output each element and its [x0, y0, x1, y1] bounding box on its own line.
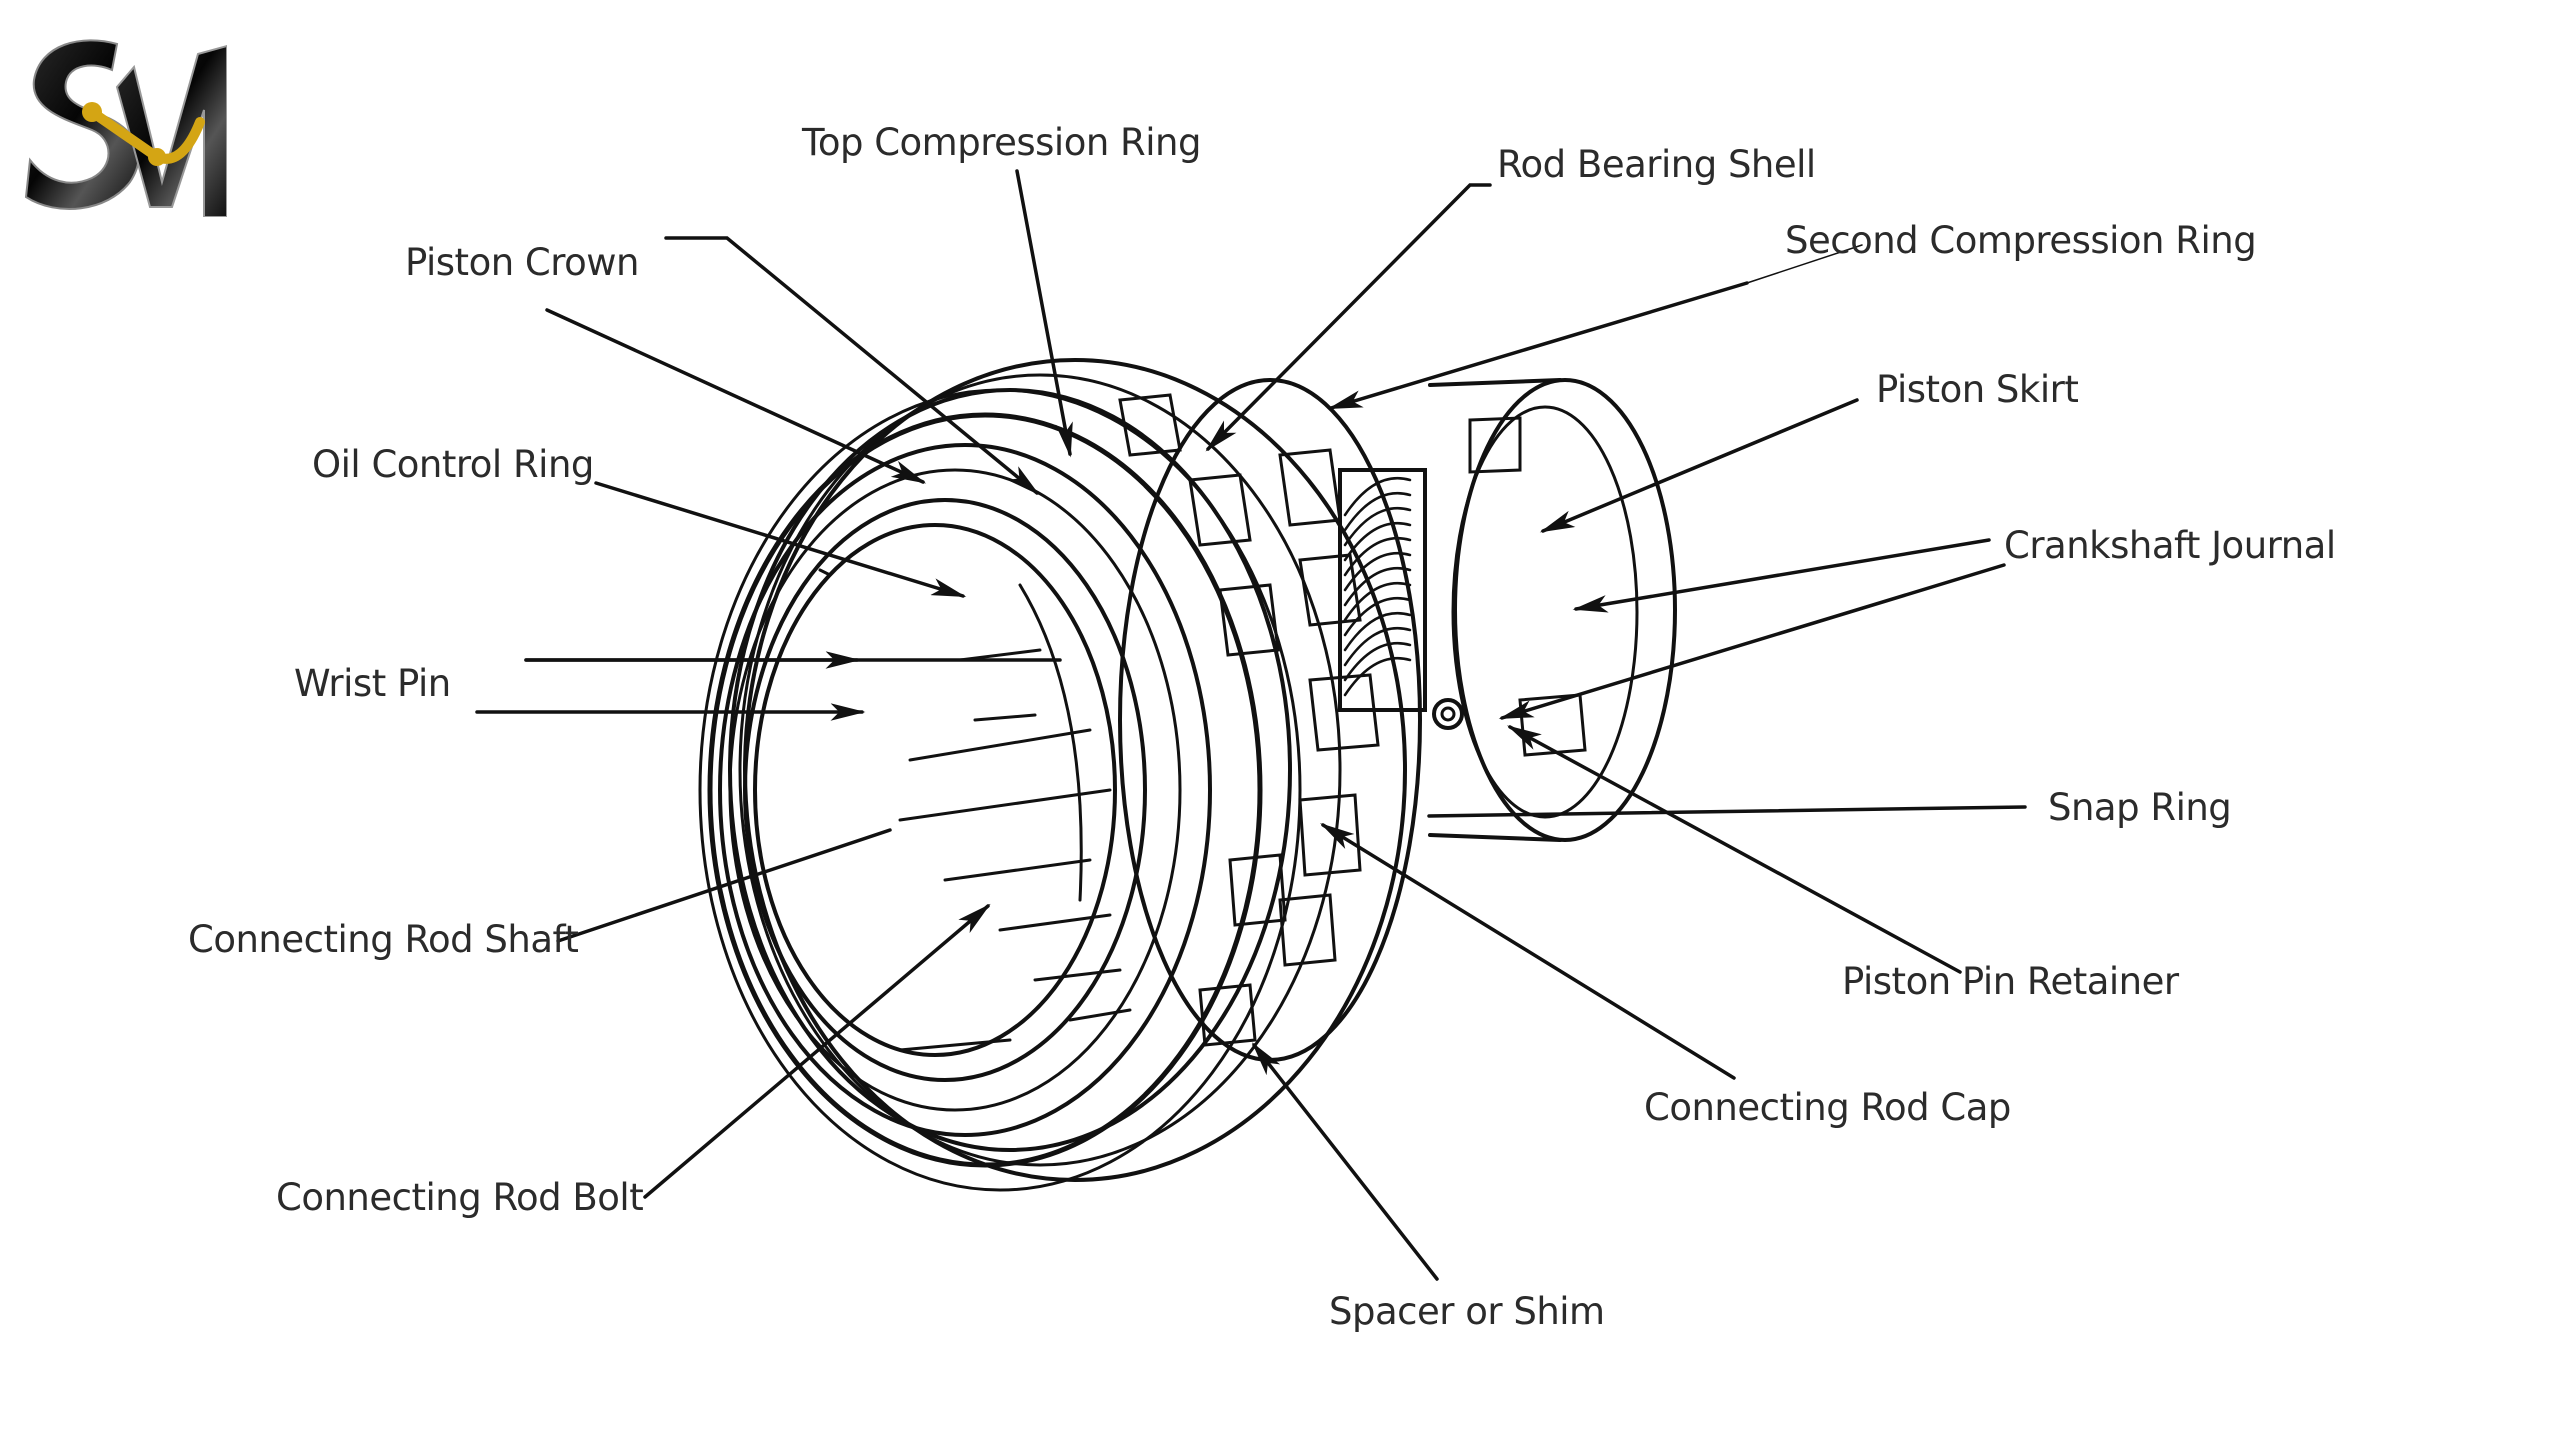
leader-top-compression-ring	[1015, 169, 1073, 458]
leader-crankshaft-journal-b	[1498, 563, 2006, 720]
logo-crank-joint	[148, 148, 166, 166]
label-rod-bearing-shell: Rod Bearing Shell	[1497, 143, 1816, 186]
leader-crankshaft-journal-a	[1572, 538, 1991, 613]
label-crankshaft-journal: Crankshaft Journal	[2004, 524, 2336, 567]
label-connecting-rod-cap: Connecting Rod Cap	[1644, 1086, 2011, 1129]
label-top-compression-ring: Top Compression Ring	[802, 121, 1201, 164]
leader-piston-skirt	[1539, 398, 1859, 533]
leader-snap-ring	[1427, 805, 2027, 818]
label-piston-skirt: Piston Skirt	[1876, 368, 2079, 411]
label-second-compression-ring: Second Compression Ring	[1785, 219, 2257, 262]
leader-connecting-rod-bolt	[643, 903, 991, 1199]
leader-second-compression-ring	[1327, 281, 1749, 410]
leader-connecting-rod-cap	[1320, 823, 1736, 1080]
label-piston-crown: Piston Crown	[405, 241, 640, 284]
threaded-journal	[1338, 468, 1427, 712]
leader-oil-control-ring	[594, 481, 967, 598]
leader-lines	[475, 169, 2027, 1281]
label-oil-control-ring: Oil Control Ring	[312, 443, 594, 486]
leader-piston-crown-b	[545, 308, 927, 484]
label-connecting-rod-bolt: Connecting Rod Bolt	[276, 1176, 644, 1219]
label-connecting-rod-shaft: Connecting Rod Shaft	[188, 918, 579, 961]
sm-logo	[24, 39, 227, 217]
piston-body	[698, 358, 1677, 1192]
rear-skirt-section	[1428, 378, 1677, 842]
snap-ring-bolt	[1432, 698, 1464, 730]
label-spacer-or-shim: Spacer or Shim	[1329, 1290, 1605, 1333]
middle-band	[1118, 378, 1422, 1062]
leader-piston-crown-a	[664, 236, 1040, 496]
front-face	[698, 388, 1302, 1192]
inner-bore	[898, 583, 1132, 1022]
leader-rod-bearing-shell	[1205, 183, 1492, 452]
leader-connecting-rod-shaft	[556, 828, 892, 943]
leader-second-compression-ring-tail	[1746, 244, 1863, 284]
logo-letter-m	[115, 44, 227, 217]
leader-spacer-or-shim	[1251, 1042, 1439, 1281]
logo-crank-joint	[82, 102, 102, 122]
label-wrist-pin: Wrist Pin	[294, 662, 451, 705]
label-snap-ring: Snap Ring	[2048, 786, 2232, 829]
leader-piston-pin-retainer	[1506, 725, 1962, 974]
label-piston-pin-retainer: Piston Pin Retainer	[1842, 960, 2179, 1003]
logo-letter-s	[24, 39, 140, 210]
